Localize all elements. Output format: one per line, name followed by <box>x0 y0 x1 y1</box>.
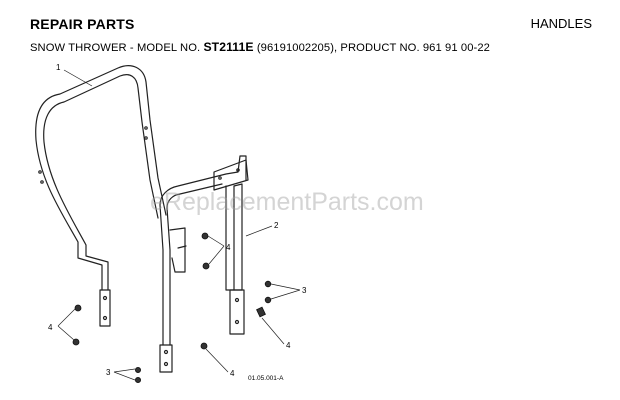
bolt-center-lower <box>202 262 210 270</box>
watermark: eReplacementParts.com <box>150 188 424 216</box>
nut-right-1 <box>264 280 272 288</box>
model-suffix: (96191002205), PRODUCT NO. 961 91 00-22 <box>256 42 490 54</box>
bolt-left-upper <box>74 304 82 312</box>
callout-lower-handle: 2 <box>274 221 279 230</box>
bolt-center-upper <box>201 232 209 240</box>
upper-handle <box>35 65 167 327</box>
callout-bolt-right: 4 <box>286 341 291 350</box>
callout-nut-right: 3 <box>302 286 307 295</box>
section-title: HANDLES <box>530 16 592 31</box>
callout-bolt-left: 4 <box>48 323 53 332</box>
lower-handle <box>159 155 249 373</box>
bolt-left-lower <box>72 338 80 346</box>
model-line: SNOW THROWER - MODEL NO. ST2111E (961910… <box>30 40 490 54</box>
callout-upper-handle: 1 <box>56 63 61 72</box>
callout-bolt-bottom: 4 <box>230 369 235 378</box>
figure-code: 01.05.001-A <box>248 375 284 382</box>
model-number: ST2111E <box>203 40 254 54</box>
nut-right-2 <box>264 296 272 304</box>
bolt-bottom <box>200 342 208 350</box>
callout-bolt-center: 4 <box>226 243 231 252</box>
bolt-right <box>256 306 266 318</box>
page-title: REPAIR PARTS <box>30 16 135 32</box>
model-prefix: SNOW THROWER - MODEL NO. <box>30 42 201 54</box>
nut-bottom-2 <box>134 376 141 383</box>
callout-nut-bottom: 3 <box>106 368 111 377</box>
nut-bottom-1 <box>134 366 141 373</box>
